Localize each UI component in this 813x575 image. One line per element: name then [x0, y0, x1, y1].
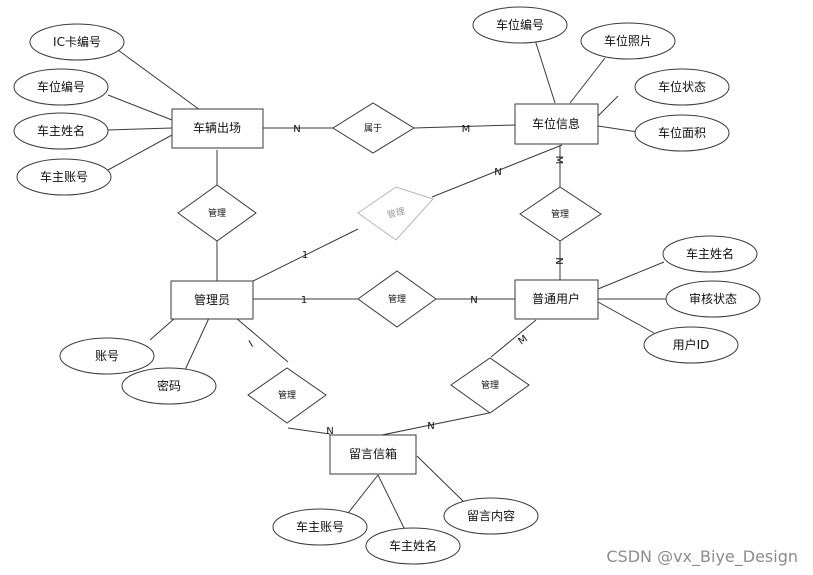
svg-text:车位信息: 车位信息: [532, 116, 580, 131]
attr-user-review-status: 审核状态: [665, 280, 761, 318]
svg-text:车位编号: 车位编号: [496, 17, 544, 32]
attr-admin-account: 账号: [59, 337, 155, 375]
svg-text:留言内容: 留言内容: [467, 508, 515, 523]
attributes: IC卡编号 车位编号 车主姓名 车主账号 车位编号 车位照片 车位状态 车位面: [13, 6, 761, 565]
entity-space-info: 车位信息: [514, 103, 599, 145]
svg-text:管理: 管理: [208, 207, 226, 219]
attr-user-id: 用户ID: [643, 326, 739, 364]
svg-text:车位状态: 车位状态: [658, 79, 706, 94]
watermark: CSDN @vx_Biye_Design: [606, 547, 798, 567]
card-exit-belongs: N: [293, 124, 300, 135]
svg-text:留言信箱: 留言信箱: [349, 446, 397, 461]
svg-text:密码: 密码: [157, 378, 181, 393]
card-admin-diag: 1: [302, 250, 308, 261]
attr-admin-password: 密码: [121, 367, 217, 405]
svg-text:车主姓名: 车主姓名: [389, 538, 437, 553]
card-admin-mail: I: [247, 339, 255, 350]
rel-manage-admin-mail: 管理: [247, 367, 327, 424]
svg-text:车主账号: 车主账号: [40, 169, 88, 184]
svg-text:管理: 管理: [481, 379, 499, 391]
svg-text:管理: 管理: [551, 208, 569, 220]
entity-vehicle-exit: 车辆出场: [171, 108, 264, 149]
attr-space-no: 车位编号: [472, 6, 568, 44]
edges: [106, 39, 666, 531]
attr-space-photo: 车位照片: [580, 22, 676, 60]
svg-text:车辆出场: 车辆出场: [193, 120, 241, 135]
rel-manage-space-faded: 管理: [357, 186, 434, 241]
svg-text:属于: 属于: [364, 123, 382, 134]
svg-text:账号: 账号: [95, 349, 119, 363]
relationships: 属于 管理 管理 管理 管理 管理 管理: [177, 102, 602, 424]
card-manage-user2: N: [470, 295, 477, 306]
attr-space-status: 车位状态: [634, 68, 730, 106]
svg-text:车位面积: 车位面积: [658, 125, 706, 140]
card-manage-user: N: [553, 257, 564, 264]
svg-text:用户ID: 用户ID: [673, 337, 710, 352]
card-mail-from-admin: N: [326, 426, 333, 437]
attr-user-owner-name: 车主姓名: [662, 235, 758, 273]
rel-manage-space-user: 管理: [519, 186, 602, 242]
svg-text:车主账号: 车主账号: [296, 519, 344, 534]
rel-manage-user-mail: 管理: [450, 357, 530, 414]
attr-mail-owner-name: 车主姓名: [365, 527, 461, 565]
svg-text:管理: 管理: [278, 389, 296, 401]
card-admin-manage: 1: [301, 295, 307, 306]
svg-text:管理员: 管理员: [194, 292, 230, 307]
attr-exit-space-no: 车位编号: [13, 68, 109, 106]
entity-admin: 管理员: [170, 280, 254, 320]
cardinalities: N M M N 1 N 1 N I N M N: [247, 124, 564, 437]
svg-text:车位照片: 车位照片: [604, 33, 652, 48]
rel-belongs: 属于: [332, 102, 415, 154]
svg-text:普通用户: 普通用户: [532, 291, 580, 306]
svg-text:IC卡编号: IC卡编号: [53, 34, 101, 49]
svg-text:车位编号: 车位编号: [37, 79, 85, 94]
svg-text:车主姓名: 车主姓名: [686, 246, 734, 261]
entity-user: 普通用户: [514, 279, 599, 320]
card-user-mail: M: [517, 333, 530, 347]
svg-text:审核状态: 审核状态: [689, 291, 737, 306]
attr-space-area: 车位面积: [634, 114, 730, 152]
attr-mail-content: 留言内容: [443, 497, 539, 535]
card-mail-from-user: N: [427, 421, 434, 432]
attr-exit-owner-name: 车主姓名: [13, 112, 109, 150]
entity-mailbox: 留言信箱: [329, 434, 417, 475]
attr-mail-owner-account: 车主账号: [272, 508, 368, 546]
rel-manage-admin-user: 管理: [357, 270, 437, 328]
attr-ic-card-no: IC卡编号: [29, 23, 125, 61]
svg-text:车主姓名: 车主姓名: [37, 123, 85, 138]
rel-manage-exit: 管理: [177, 184, 257, 242]
entities: 车辆出场 车位信息 管理员 普通用户 留言信箱: [170, 103, 599, 475]
card-diag-space: N: [494, 167, 501, 178]
card-space-manage: M: [553, 156, 564, 165]
card-belongs-space: M: [462, 124, 471, 135]
attr-exit-owner-account: 车主账号: [16, 158, 112, 196]
svg-text:管理: 管理: [388, 293, 406, 305]
